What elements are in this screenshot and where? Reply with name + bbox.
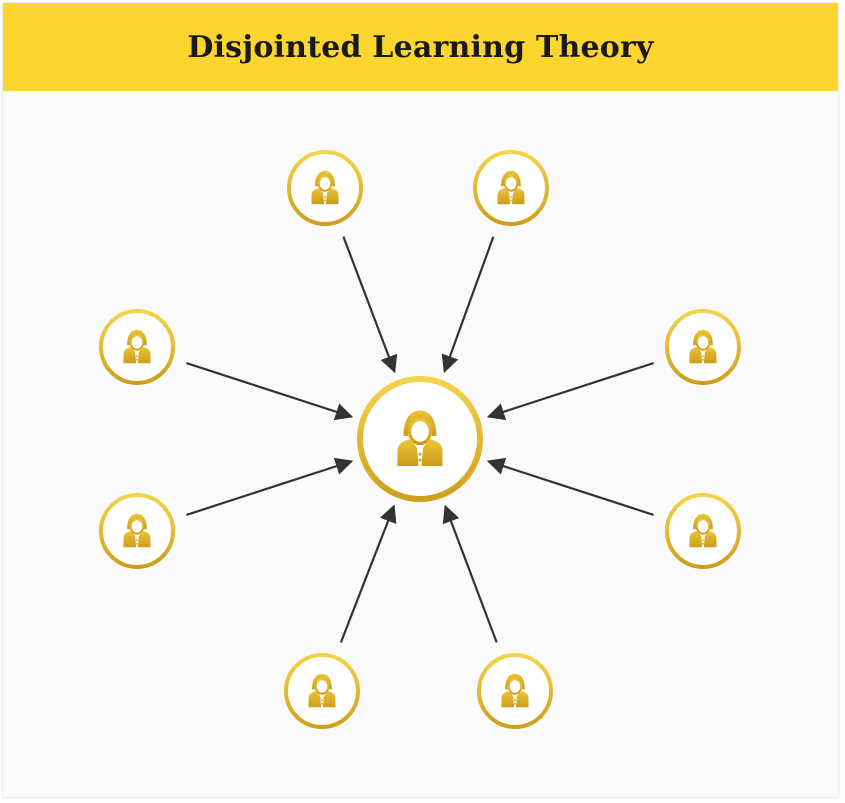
outer-node-upper-left [99,309,175,385]
outer-node-lower-left [99,493,175,569]
outer-node-bottom-right [477,653,553,729]
title-bar: Disjointed Learning Theory [3,3,838,91]
arrow-lower-right [486,457,654,516]
center-node [357,376,483,502]
outer-node-bottom-left [284,653,360,729]
arrow-top-right [441,236,495,373]
edges [186,236,654,643]
arrow-lower-left [186,457,354,516]
page-title: Disjointed Learning Theory [187,29,654,65]
outer-node-lower-right [665,493,741,569]
outer-node-upper-right [665,309,741,385]
outer-node-top-left [287,150,363,226]
arrow-bottom-left [339,504,397,643]
diagram-frame: Disjointed Learning Theory [3,3,838,797]
arrow-upper-left [186,362,354,421]
outer-node-top-right [473,150,549,226]
arrow-top-left [342,236,398,374]
arrow-upper-right [486,362,654,421]
nodes [99,150,741,729]
arrow-bottom-right [442,504,498,643]
